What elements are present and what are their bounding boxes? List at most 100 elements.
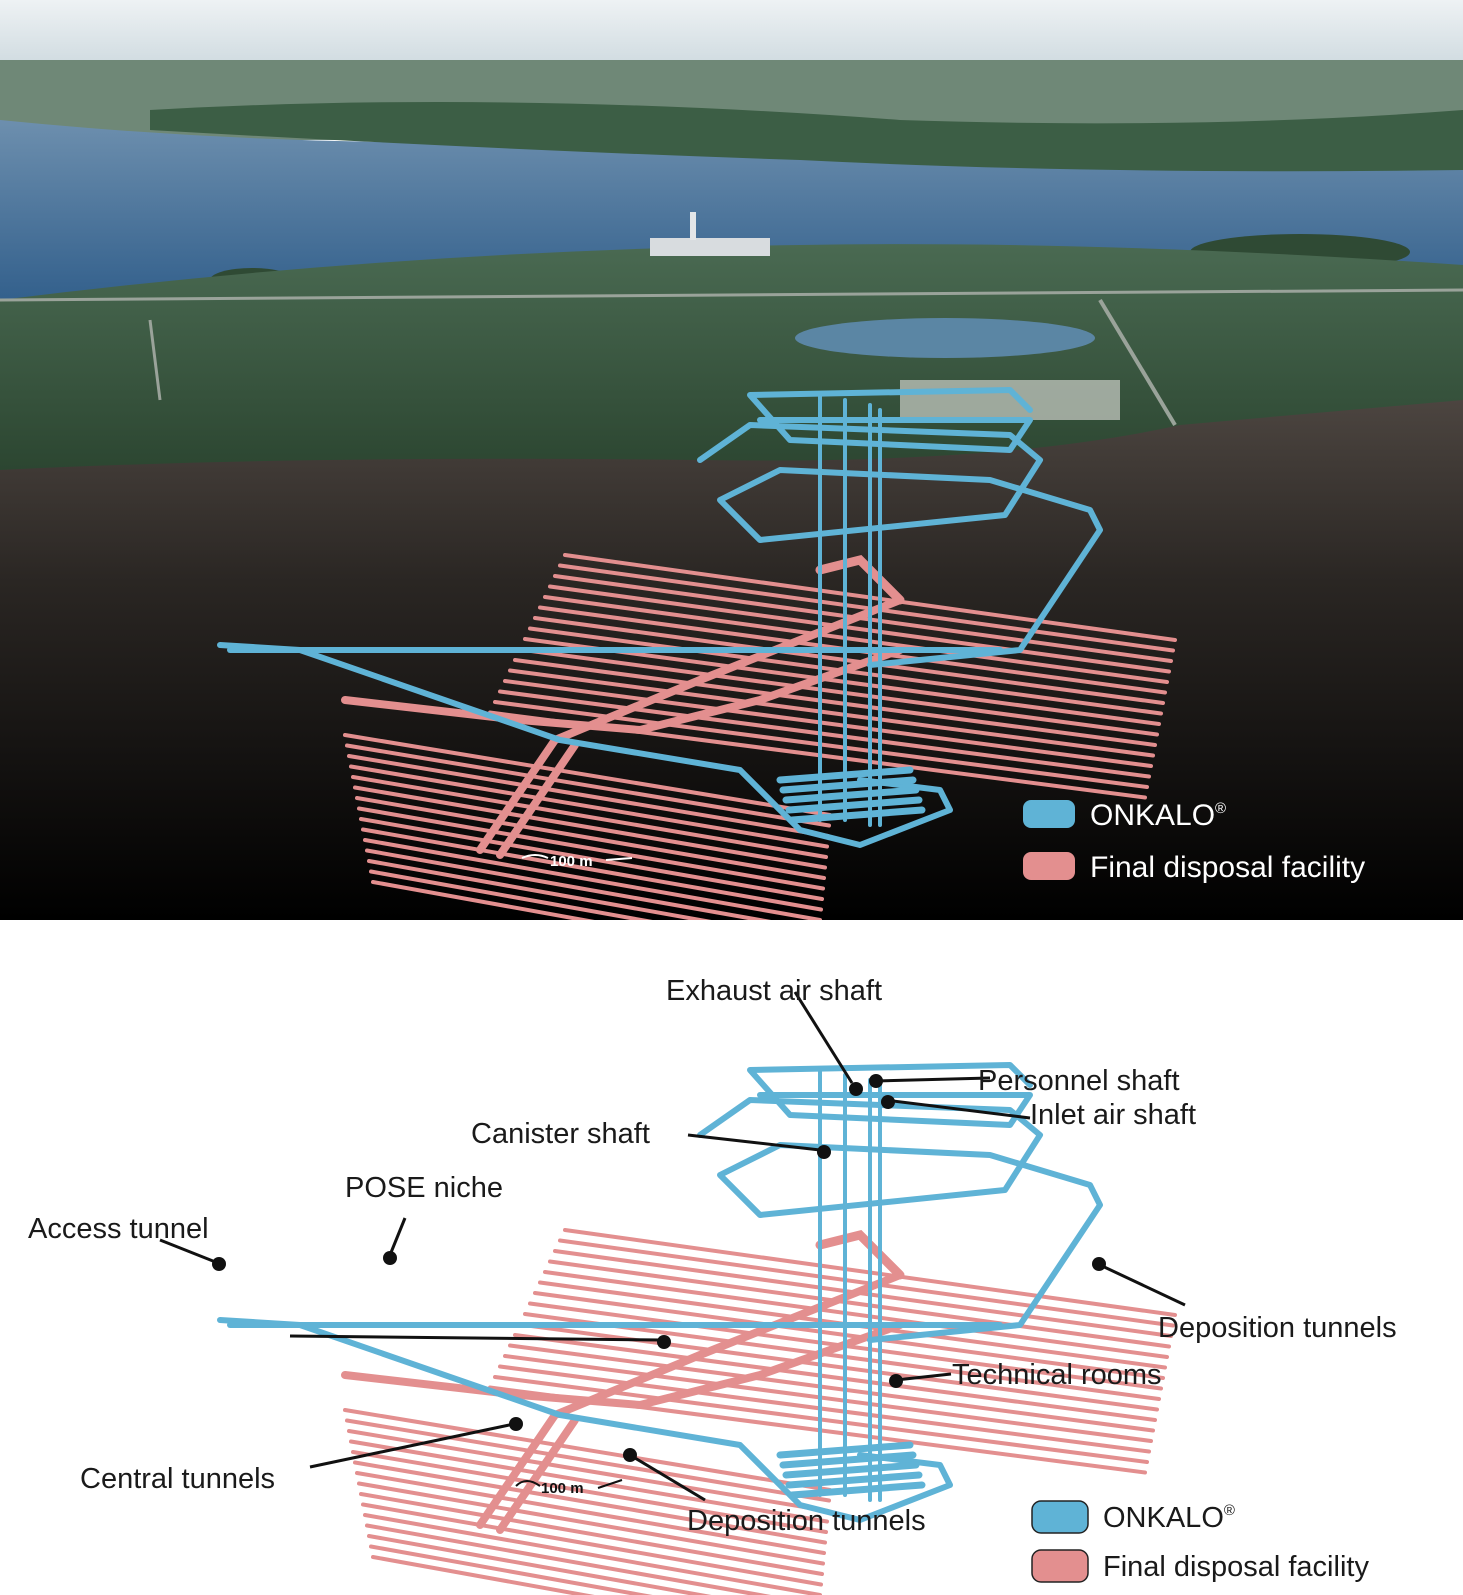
deposition-tunnel xyxy=(347,1429,830,1513)
deposition-tunnel xyxy=(351,1450,828,1534)
access-ramp xyxy=(747,387,1033,453)
leader-personnel-shaft xyxy=(874,1076,991,1083)
technical-room xyxy=(779,776,917,794)
scale-bar-label: 100 m xyxy=(550,853,593,870)
technical-room xyxy=(785,1471,923,1489)
deposition-tunnel xyxy=(365,1523,772,1595)
deposition-tunnel xyxy=(369,869,653,920)
access-tunnel xyxy=(217,642,953,848)
label-exhaust-air-shaft: Exhaust air shaft xyxy=(666,975,882,1007)
legend-label-onkalo: ONKALO® xyxy=(1090,799,1226,832)
central-tunnel xyxy=(476,596,904,854)
leader-lines xyxy=(159,991,1186,1502)
deposition-tunnel xyxy=(345,1418,831,1503)
access-ramp xyxy=(697,1097,1103,1343)
deposition-tunnel xyxy=(363,1513,822,1595)
far-island xyxy=(150,102,1463,172)
technical-room xyxy=(779,1451,917,1469)
central-tunnel xyxy=(476,1271,904,1529)
power-plant xyxy=(650,238,770,256)
legend-swatch-final xyxy=(1023,852,1075,880)
final-disposal-tunnels xyxy=(341,1228,1177,1595)
leader-exhaust-air-shaft xyxy=(793,991,854,1084)
deposition-tunnel xyxy=(343,733,832,817)
deposition-tunnel xyxy=(533,1291,1165,1380)
legend-swatch-final xyxy=(1031,1549,1089,1583)
leader-unlabeled xyxy=(289,1334,663,1342)
onkalo-tunnels xyxy=(217,1062,1103,1523)
label-access-tunnel: Access tunnel xyxy=(28,1213,209,1245)
reservoir-pond xyxy=(795,318,1095,358)
central-tunnel xyxy=(341,1321,904,1410)
deposition-tunnel xyxy=(345,743,831,828)
schematic-panel: Exhaust air shaft Personnel shaft Inlet … xyxy=(0,920,1463,1595)
label-personnel-shaft: Personnel shaft xyxy=(978,1065,1180,1097)
leader-dots xyxy=(212,1074,1106,1462)
leader-deposition-tunnels-right xyxy=(1099,1263,1186,1307)
leader-inlet-air-shaft xyxy=(884,1098,1031,1120)
deposition-tunnel xyxy=(355,1471,826,1555)
legend-label-onkalo: ONKALO® xyxy=(1103,1502,1235,1534)
legend-label-final: Final disposal facility xyxy=(1103,1551,1369,1583)
road xyxy=(0,288,1463,302)
plant-stack xyxy=(690,212,696,240)
deposition-tunnel xyxy=(523,1312,1161,1401)
aerial-photo-panel: 100 m ONKALO® Final disposal facility xyxy=(0,0,1463,920)
deposition-tunnel xyxy=(349,1439,829,1524)
technical-room xyxy=(776,1441,914,1459)
deposition-tunnel xyxy=(367,859,712,920)
deposition-tunnel xyxy=(508,1343,1155,1433)
legend-label-final: Final disposal facility xyxy=(1090,851,1365,884)
label-central-tunnels: Central tunnels xyxy=(80,1463,275,1495)
scale-bar-bottom: 100 m xyxy=(515,1479,623,1497)
leader-technical-rooms xyxy=(895,1372,952,1382)
access-tunnel xyxy=(217,1317,953,1523)
deposition-tunnel xyxy=(503,1354,1153,1443)
leader-canister-shaft xyxy=(687,1133,821,1152)
deposition-tunnel xyxy=(361,827,823,912)
deposition-tunnel xyxy=(357,1481,825,1566)
central-tunnel xyxy=(341,646,904,735)
label-deposition-tunnels-bottom: Deposition tunnels xyxy=(687,1505,926,1537)
leader-central-tunnels xyxy=(309,1422,515,1469)
deposition-tunnel xyxy=(355,796,826,880)
technical-room xyxy=(782,786,920,804)
deposition-tunnel xyxy=(543,1270,1169,1359)
deposition-tunnel xyxy=(343,1408,832,1492)
deposition-tunnel xyxy=(498,689,1151,779)
deposition-tunnel xyxy=(548,1259,1171,1349)
deposition-tunnel xyxy=(498,1364,1151,1454)
leader-pose-niche xyxy=(388,1217,407,1256)
onkalo-tunnels xyxy=(217,387,1103,848)
central-tunnel xyxy=(496,1416,579,1534)
legend-swatch-onkalo xyxy=(1031,1500,1089,1534)
aerial-photo-illustration: 100 m ONKALO® Final disposal facility xyxy=(0,0,1463,920)
label-technical-rooms: Technical rooms xyxy=(952,1359,1162,1391)
deposition-tunnel xyxy=(513,658,1157,747)
label-canister-shaft: Canister shaft xyxy=(471,1118,650,1150)
central-tunnel xyxy=(496,741,579,859)
central-tunnel xyxy=(815,1230,905,1280)
deposition-tunnel xyxy=(371,880,595,920)
technical-room xyxy=(788,806,926,824)
deposition-tunnel xyxy=(351,775,828,859)
technical-room xyxy=(788,1481,926,1499)
scale-bar-top: 100 m xyxy=(521,853,633,870)
deposition-tunnel xyxy=(349,764,829,849)
deposition-tunnel xyxy=(357,806,825,891)
label-deposition-tunnels-right: Deposition tunnels xyxy=(1158,1312,1397,1344)
deposition-tunnel xyxy=(503,679,1153,768)
legend-top: ONKALO® Final disposal facility xyxy=(1023,799,1365,884)
technical-room xyxy=(782,1461,920,1479)
repository-overlay xyxy=(217,387,1177,920)
deposition-tunnel xyxy=(353,1460,827,1545)
leader-deposition-tunnels-bottom xyxy=(629,1453,706,1502)
legend-bottom: ONKALO® Final disposal facility xyxy=(1031,1500,1369,1583)
deposition-tunnel xyxy=(363,838,822,920)
deposition-tunnel xyxy=(353,785,827,870)
deposition-tunnel xyxy=(533,616,1165,705)
deposition-tunnel xyxy=(367,1534,712,1595)
deposition-tunnel xyxy=(361,1502,823,1587)
deposition-tunnel xyxy=(369,1544,653,1595)
deposition-tunnel xyxy=(371,1555,595,1595)
